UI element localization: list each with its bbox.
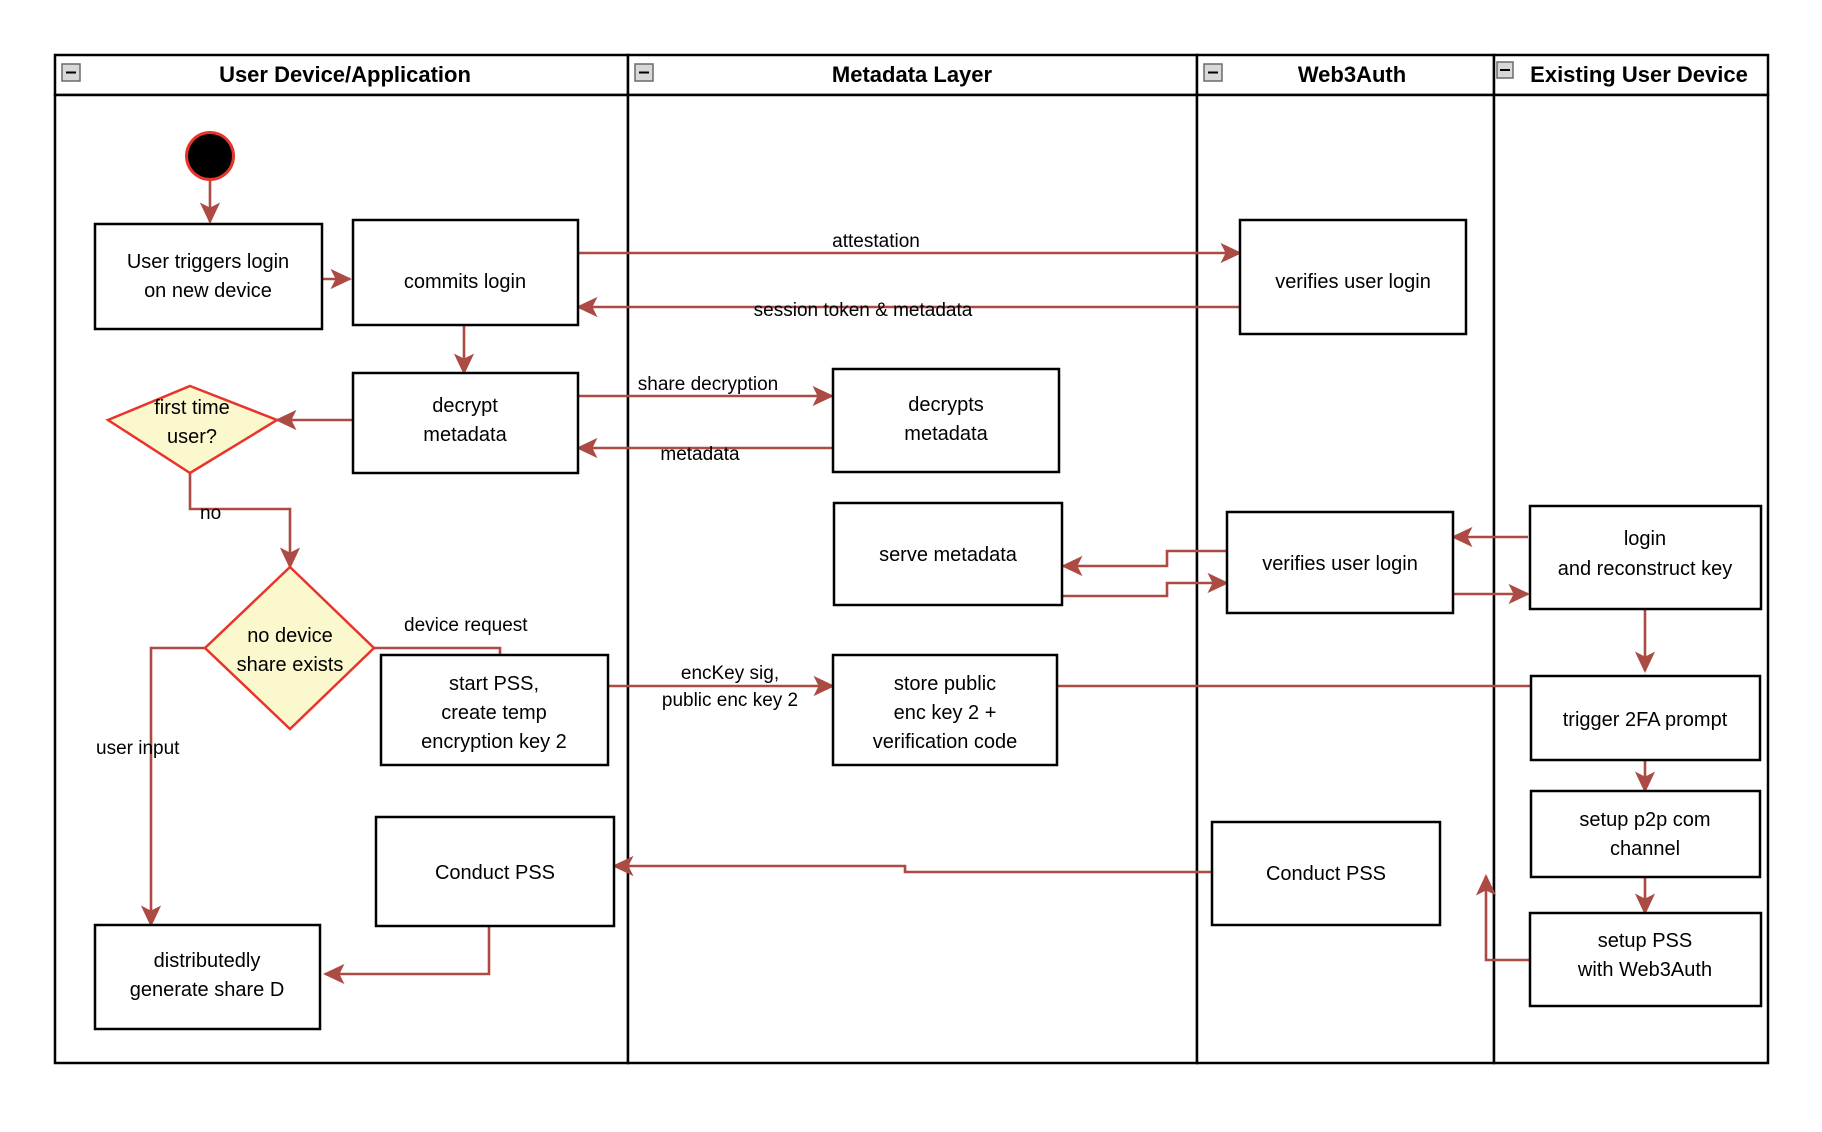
edge-label-attestation: attestation bbox=[832, 231, 920, 252]
edge-conductpss-web3auth-to-user bbox=[612, 855, 1212, 877]
node-start-pss[interactable]: start PSS, create temp encryption key 2 bbox=[379, 653, 610, 767]
node-commits-login[interactable]: commits login bbox=[351, 218, 580, 327]
lane-header-metadata bbox=[626, 53, 1199, 97]
node-verifies-user-login-1[interactable]: verifies user login bbox=[1238, 218, 1468, 336]
minus-icon[interactable] bbox=[61, 63, 81, 82]
edge-user-input bbox=[140, 646, 205, 927]
node-user-triggers-login[interactable]: User triggers login on new device bbox=[93, 222, 324, 331]
minus-icon[interactable] bbox=[1203, 63, 1223, 82]
edge-setuppss-to-conductpss-web3auth bbox=[1475, 874, 1530, 962]
node-label-line: store public bbox=[894, 673, 996, 695]
edge-label-enckey-sig-2: public enc key 2 bbox=[662, 690, 798, 711]
edge-serve-metadata-to-verifies2 bbox=[1063, 572, 1229, 598]
edge-label-user-input: user input bbox=[96, 738, 180, 759]
node-label-line: login bbox=[1624, 528, 1666, 550]
node-label-line: channel bbox=[1610, 838, 1680, 860]
edge-label-share-decryption: share decryption bbox=[638, 374, 778, 395]
node-label-line: and reconstruct key bbox=[1558, 558, 1733, 580]
node-label-line: Conduct PSS bbox=[1266, 863, 1386, 885]
node-login-reconstruct-key[interactable]: login and reconstruct key bbox=[1528, 504, 1763, 611]
node-no-device-share-exists[interactable]: no device share exists bbox=[203, 565, 376, 731]
node-trigger-2fa[interactable]: trigger 2FA prompt bbox=[1529, 674, 1762, 762]
lane-header-user-device bbox=[53, 53, 630, 97]
node-store-public-enc-key[interactable]: store public enc key 2 + verification co… bbox=[831, 653, 1059, 767]
node-serve-metadata[interactable]: serve metadata bbox=[832, 501, 1064, 607]
node-first-time-user[interactable]: first time user? bbox=[105, 384, 280, 475]
node-conduct-pss-user[interactable]: Conduct PSS bbox=[374, 815, 616, 928]
node-label-line: verifies user login bbox=[1275, 271, 1431, 293]
start-node[interactable] bbox=[185, 131, 235, 181]
node-conduct-pss-web3auth[interactable]: Conduct PSS bbox=[1210, 820, 1442, 927]
lane-title-metadata: Metadata Layer bbox=[832, 62, 993, 87]
node-label-line: setup PSS bbox=[1598, 930, 1693, 952]
node-label-line: on new device bbox=[144, 280, 272, 302]
edge-verifies2-to-serve-metadata bbox=[1061, 549, 1227, 577]
node-label-line: create temp bbox=[441, 702, 547, 724]
lane-title-user-device: User Device/Application bbox=[219, 62, 471, 87]
node-decrypts-metadata[interactable]: decrypts metadata bbox=[831, 367, 1061, 474]
node-label-line: start PSS, bbox=[449, 673, 539, 695]
node-label-line: with Web3Auth bbox=[1577, 959, 1712, 981]
node-label-line: commits login bbox=[404, 271, 526, 293]
lane-title-web3auth: Web3Auth bbox=[1298, 62, 1406, 87]
node-label-line: verification code bbox=[873, 731, 1018, 753]
node-label-line: distributedly bbox=[154, 950, 261, 972]
node-label-line: metadata bbox=[423, 424, 507, 446]
decision-label-line: no device bbox=[247, 625, 333, 647]
node-label-line: decrypts bbox=[908, 394, 984, 416]
edge-label-session-token: session token & metadata bbox=[754, 300, 973, 321]
decision-label-line: first time bbox=[154, 397, 230, 419]
node-setup-pss-web3auth[interactable]: setup PSS with Web3Auth bbox=[1528, 911, 1763, 1008]
node-label-line: metadata bbox=[904, 423, 988, 445]
decision-label-line: user? bbox=[167, 426, 217, 448]
minus-icon[interactable] bbox=[1496, 61, 1514, 79]
minus-icon[interactable] bbox=[634, 63, 654, 82]
node-label-line: decrypt bbox=[432, 395, 498, 417]
node-label-line: Conduct PSS bbox=[435, 862, 555, 884]
node-label-line: User triggers login bbox=[127, 251, 289, 273]
node-label-line: setup p2p com bbox=[1579, 809, 1710, 831]
edge-no-branch bbox=[188, 473, 301, 569]
node-label-line: generate share D bbox=[130, 979, 285, 1001]
edge-conductpss-to-generate-share bbox=[323, 926, 491, 985]
node-verifies-user-login-2[interactable]: verifies user login bbox=[1225, 510, 1455, 615]
edge-label-enckey-sig-1: encKey sig, bbox=[681, 663, 779, 684]
edge-label-no: no bbox=[200, 503, 221, 524]
node-decrypt-metadata[interactable]: decrypt metadata bbox=[351, 371, 580, 475]
node-label-line: enc key 2 + bbox=[894, 702, 997, 724]
node-label-line: serve metadata bbox=[879, 544, 1018, 566]
node-label-line: verifies user login bbox=[1262, 553, 1418, 575]
node-setup-p2p[interactable]: setup p2p com channel bbox=[1529, 789, 1762, 879]
node-distributedly-generate[interactable]: distributedly generate share D bbox=[93, 923, 322, 1031]
edge-label-metadata: metadata bbox=[660, 444, 740, 465]
node-label-line: encryption key 2 bbox=[421, 731, 567, 753]
lane-title-existing-device: Existing User Device bbox=[1530, 62, 1748, 87]
nodes: User triggers login on new device commit… bbox=[93, 131, 1763, 1031]
edge-label-device-request: device request bbox=[404, 615, 528, 636]
lane-header-existing-device bbox=[1492, 53, 1770, 97]
node-label-line: trigger 2FA prompt bbox=[1563, 709, 1728, 731]
decision-label-line: share exists bbox=[237, 654, 344, 676]
